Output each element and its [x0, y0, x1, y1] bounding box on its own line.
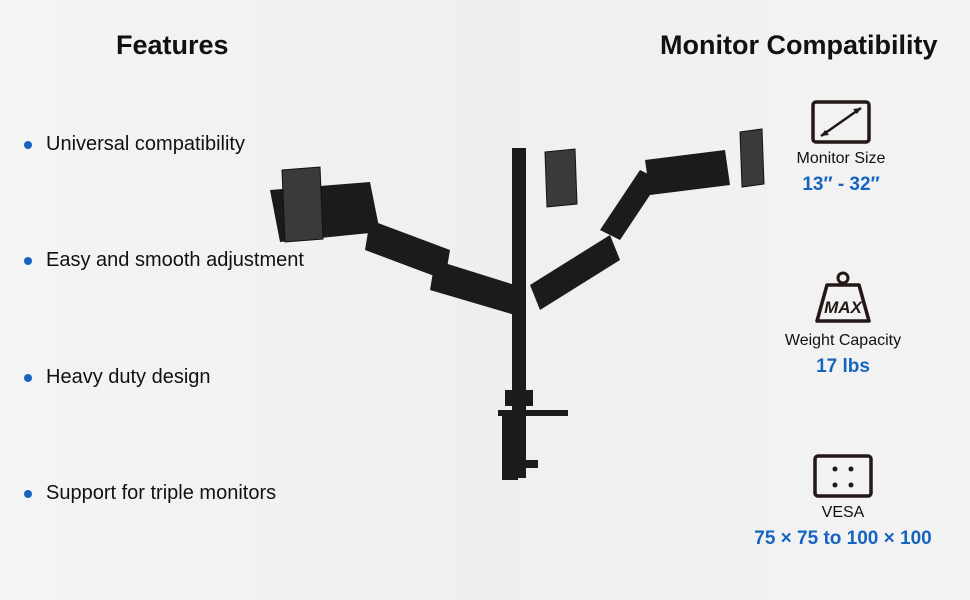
feature-label: Universal compatibility: [46, 133, 245, 155]
feature-label: Support for triple monitors: [46, 482, 277, 504]
svg-text:MAX: MAX: [824, 298, 863, 317]
vesa-icon: [813, 454, 873, 498]
weight-max-icon: MAX: [815, 271, 871, 323]
feature-item: Easy and smooth adjustment: [24, 249, 304, 272]
bullet-icon: [24, 256, 32, 265]
feature-item: Heavy duty design: [24, 366, 211, 389]
bullet-icon: [24, 140, 32, 149]
spec-value: 13″ - 32″: [802, 174, 880, 195]
monitor-arm-image: [270, 128, 765, 480]
bullet-icon: [24, 489, 32, 498]
spec-vesa: VESA 75 × 75 to 100 × 100: [733, 454, 953, 550]
feature-label: Easy and smooth adjustment: [46, 249, 304, 271]
feature-item: Support for triple monitors: [24, 482, 276, 505]
monitor-size-icon: [811, 100, 871, 144]
feature-item: Universal compatibility: [24, 133, 245, 156]
spec-value: 75 × 75 to 100 × 100: [754, 528, 932, 549]
feature-label: Heavy duty design: [46, 366, 211, 388]
spec-monitor-size: Monitor Size 13″ - 32″: [731, 100, 951, 196]
compatibility-heading: Monitor Compatibility: [660, 30, 938, 60]
spec-label: Monitor Size: [796, 150, 886, 167]
spec-label: VESA: [821, 504, 865, 521]
spec-weight-capacity: MAX Weight Capacity 17 lbs: [733, 270, 953, 378]
features-heading: Features: [116, 30, 229, 60]
bullet-icon: [24, 373, 32, 382]
spec-label: Weight Capacity: [784, 332, 902, 349]
spec-value: 17 lbs: [816, 356, 870, 377]
